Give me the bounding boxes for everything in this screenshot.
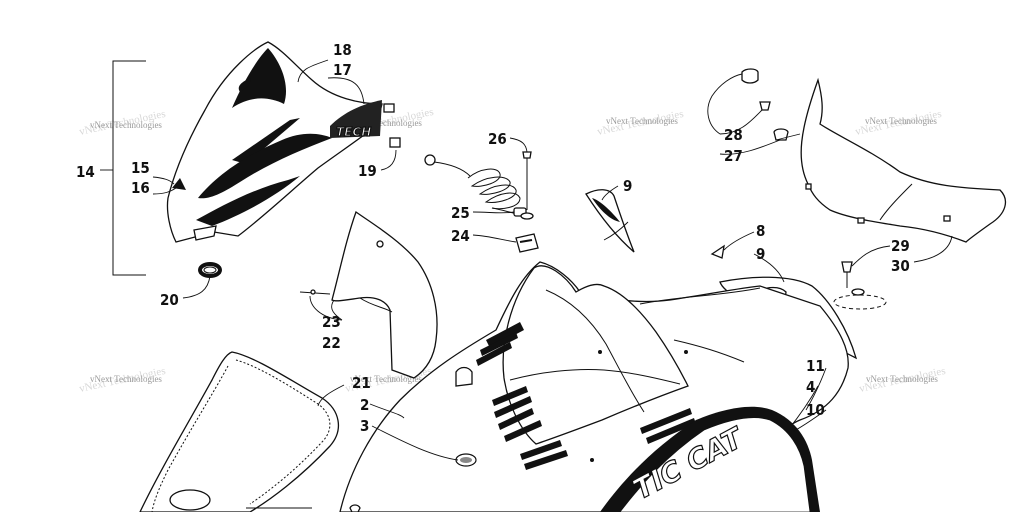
- callout-2: 2: [360, 396, 369, 414]
- watermark-text: vNext Technologies: [350, 374, 422, 384]
- callouts: 18 17 14 15 16 19 20 26 25 24 9 8 9 28 2…: [76, 41, 910, 435]
- callout-17: 17: [333, 61, 352, 79]
- callout-30: 30: [891, 257, 910, 275]
- windshield: [800, 77, 1007, 243]
- callout-22: 22: [322, 334, 341, 352]
- nose-piece: TECH: [166, 41, 401, 243]
- callout-20: 20: [160, 291, 179, 309]
- part-8-tab: [710, 244, 725, 259]
- small-grommet: [349, 504, 361, 512]
- callout-8: 8: [756, 222, 765, 240]
- callout-18: 18: [333, 41, 352, 59]
- part-20-grommet: [198, 262, 222, 278]
- callout-24: 24: [451, 227, 470, 245]
- watermark-text: vNext Technologies: [865, 116, 937, 126]
- part-26-screw: [520, 151, 534, 220]
- part-24-clip: [515, 233, 539, 253]
- callout-10: 10: [806, 401, 825, 419]
- callout-27: 27: [724, 147, 743, 165]
- main-hood: TIC CAT: [339, 261, 849, 512]
- part-9-decal-upper: [585, 189, 635, 253]
- callout-15: 15: [131, 159, 150, 177]
- side-panel: [299, 210, 438, 379]
- callout-23: 23: [322, 313, 341, 331]
- callout-28: 28: [724, 126, 743, 144]
- callout-16: 16: [131, 179, 150, 197]
- callout-25: 25: [451, 204, 470, 222]
- watermark-text: vNext Technologies: [866, 374, 938, 384]
- callout-4: 4: [806, 378, 815, 396]
- hood-vents: [476, 322, 696, 470]
- watermark-text: vNext Technologies: [606, 116, 678, 126]
- callout-29: 29: [891, 237, 910, 255]
- callout-26: 26: [488, 130, 507, 148]
- part-25-tether-spring: [424, 154, 527, 217]
- decal-tech: TECH: [336, 125, 371, 139]
- callout-11: 11: [806, 357, 825, 375]
- side-pad: [139, 351, 340, 512]
- callout-9-upper: 9: [623, 177, 632, 195]
- part-27-28-hardware: [741, 68, 789, 141]
- part-29-30-hardware: [833, 261, 887, 310]
- callout-9-lower: 9: [756, 245, 765, 263]
- leader-lines: [152, 59, 953, 461]
- callout-21: 21: [352, 374, 371, 392]
- watermark-text: vNext Technologies: [90, 374, 162, 384]
- watermark-text: vNext Technologies: [90, 120, 162, 130]
- callout-14: 14: [76, 163, 95, 181]
- group-bracket-14: [100, 60, 146, 276]
- callout-3: 3: [360, 417, 369, 435]
- callout-19: 19: [358, 162, 377, 180]
- watermark-text: vNext Technologies: [350, 118, 422, 128]
